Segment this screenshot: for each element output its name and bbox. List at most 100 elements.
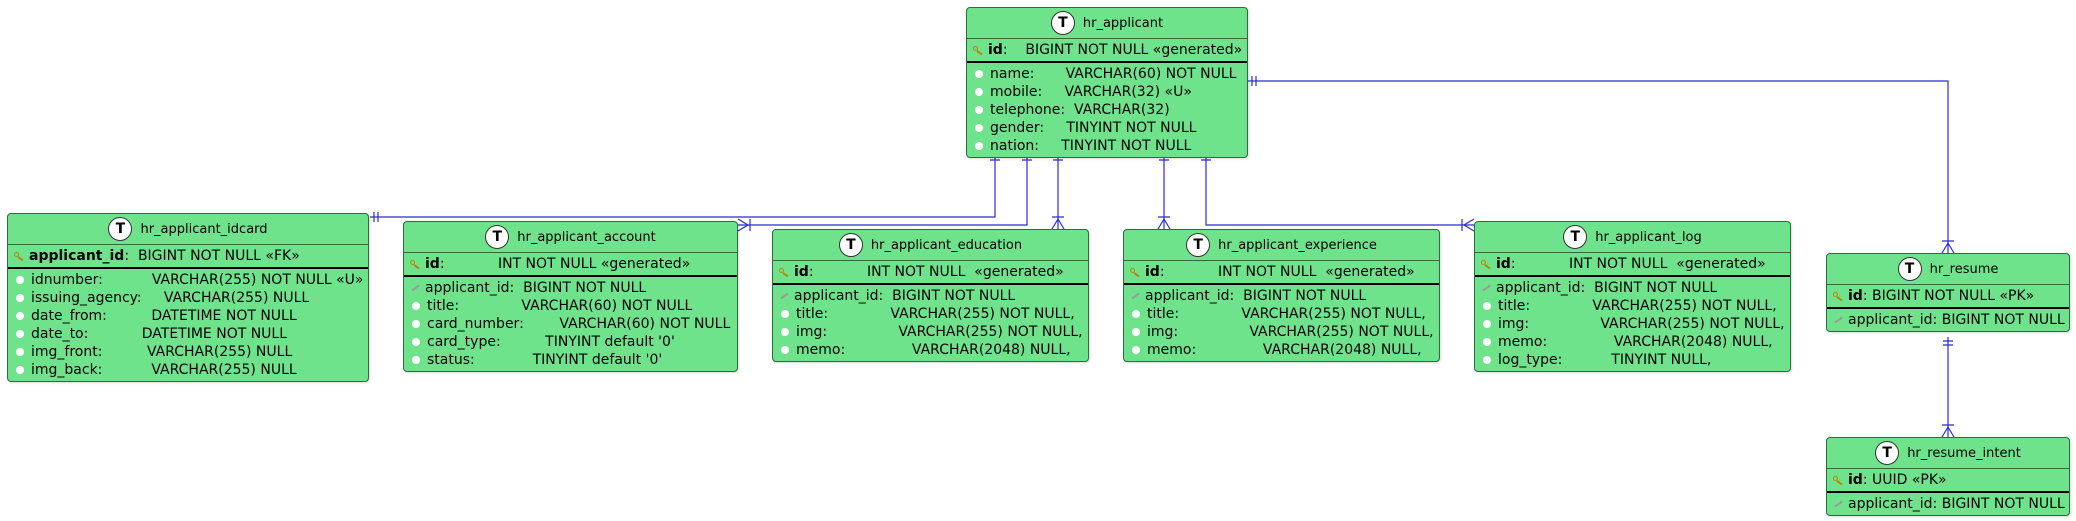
key-row[interactable]: id: INT NOT NULL «generated» (1475, 255, 1790, 273)
table-icon: T (1875, 441, 1900, 465)
column-row[interactable]: telephone: VARCHAR(32) (967, 101, 1247, 119)
column-row[interactable]: idnumber: VARCHAR(255) NOT NULL «U» (8, 271, 368, 289)
key-name: id (794, 264, 809, 280)
foreign-key-icon (1833, 315, 1843, 325)
column-text: memo: VARCHAR(2048) NULL, (796, 342, 1071, 358)
column-dot-icon (975, 88, 983, 96)
column-row[interactable]: img: VARCHAR(255) NOT NULL, (1124, 323, 1439, 341)
foreign-key-row[interactable]: applicant_id: BIGINT NOT NULL (1124, 287, 1439, 305)
column-row[interactable]: img_back: VARCHAR(255) NULL (8, 361, 368, 379)
column-text: img: VARCHAR(255) NOT NULL, (1147, 324, 1434, 340)
foreign-key-row[interactable]: applicant_id: BIGINT NOT NULL (773, 287, 1088, 305)
column-row[interactable]: card_type: TINYINT default '0' (404, 333, 737, 351)
column-dot-icon (1132, 346, 1140, 354)
key-row[interactable]: applicant_id: BIGINT NOT NULL «FK» (8, 247, 368, 265)
column-row[interactable]: gender: TINYINT NOT NULL (967, 119, 1247, 137)
foreign-key-row[interactable]: applicant_id: BIGINT NOT NULL (1475, 279, 1790, 297)
column-row[interactable]: memo: VARCHAR(2048) NULL, (773, 341, 1088, 359)
entity-title: hr_applicant_log (1595, 229, 1702, 245)
column-row[interactable]: log_type: TINYINT NULL, (1475, 351, 1790, 369)
column-dot-icon (975, 124, 983, 132)
foreign-key-row[interactable]: applicant_id: BIGINT NOT NULL (404, 279, 737, 297)
column-row[interactable]: date_to: DATETIME NOT NULL (8, 325, 368, 343)
column-text: gender: TINYINT NOT NULL (990, 120, 1197, 136)
column-row[interactable]: issuing_agency: VARCHAR(255) NULL (8, 289, 368, 307)
column-row[interactable]: img: VARCHAR(255) NOT NULL, (773, 323, 1088, 341)
foreign-key-row[interactable]: applicant_id: BIGINT NOT NULL (1827, 311, 2069, 329)
column-row[interactable]: img: VARCHAR(255) NOT NULL, (1475, 315, 1790, 333)
column-row[interactable]: card_number: VARCHAR(60) NOT NULL (404, 315, 737, 333)
key-row[interactable]: id: INT NOT NULL «generated» (1124, 263, 1439, 281)
column-dot-icon (781, 346, 789, 354)
key-row[interactable]: id: BIGINT NOT NULL «PK» (1827, 287, 2069, 305)
column-dot-icon (1132, 310, 1140, 318)
key-type: : INT NOT NULL «generated» (439, 256, 691, 272)
key-type: : UUID «PK» (1862, 472, 1947, 488)
column-text: applicant_id: BIGINT NOT NULL (1848, 496, 2065, 512)
column-row[interactable]: title: VARCHAR(60) NOT NULL (404, 297, 737, 315)
key-name: id (1145, 264, 1160, 280)
column-text: card_number: VARCHAR(60) NOT NULL (427, 316, 731, 332)
column-dot-icon (412, 320, 420, 328)
many-mark (1461, 218, 1475, 232)
key-row[interactable]: id: INT NOT NULL «generated» (404, 255, 737, 273)
table-icon: T (108, 217, 133, 241)
column-row[interactable]: mobile: VARCHAR(32) «U» (967, 83, 1247, 101)
column-row[interactable]: title: VARCHAR(255) NOT NULL, (1475, 297, 1790, 315)
entity-title: hr_applicant_experience (1218, 237, 1377, 253)
key-row[interactable]: id: UUID «PK» (1827, 471, 2069, 489)
column-row[interactable]: nation: TINYINT NOT NULL (967, 137, 1247, 155)
table-icon: T (1563, 225, 1588, 249)
column-row[interactable]: status: TINYINT default '0' (404, 351, 737, 369)
many-mark (1157, 216, 1171, 230)
many-mark (1941, 240, 1955, 254)
column-dot-icon (781, 328, 789, 336)
column-row[interactable]: memo: VARCHAR(2048) NULL, (1475, 333, 1790, 351)
column-dot-icon (412, 356, 420, 364)
column-row[interactable]: img_front: VARCHAR(255) NULL (8, 343, 368, 361)
table-icon: T (1897, 257, 1922, 281)
key-icon (779, 267, 789, 277)
primary-key-section: applicant_id: BIGINT NOT NULL «FK» (8, 245, 368, 269)
column-row[interactable]: date_from: DATETIME NOT NULL (8, 307, 368, 325)
table-icon: T (485, 225, 510, 249)
entity-title: hr_applicant (1082, 15, 1164, 31)
key-row[interactable]: id: BIGINT NOT NULL «generated» (967, 41, 1247, 59)
column-text: name: VARCHAR(60) NOT NULL (990, 66, 1237, 82)
column-section: applicant_id: BIGINT NOT NULL (1827, 309, 2069, 331)
column-row[interactable]: memo: VARCHAR(2048) NULL, (1124, 341, 1439, 359)
link-applicant-log (1205, 152, 1474, 226)
column-dot-icon (975, 70, 983, 78)
key-icon (973, 45, 983, 55)
column-text: nation: TINYINT NOT NULL (990, 138, 1192, 154)
key-name: id (988, 42, 1003, 58)
key-row[interactable]: id: INT NOT NULL «generated» (773, 263, 1088, 281)
column-row[interactable]: title: VARCHAR(255) NOT NULL, (773, 305, 1088, 323)
column-text: applicant_id: BIGINT NOT NULL (425, 280, 647, 296)
column-text: title: VARCHAR(255) NOT NULL, (1147, 306, 1426, 322)
foreign-key-row[interactable]: applicant_id: BIGINT NOT NULL (1827, 495, 2069, 513)
one-mark (1943, 340, 1953, 346)
column-dot-icon (1132, 328, 1140, 336)
key-type: : BIGINT NOT NULL «PK» (1862, 288, 2035, 304)
column-dot-icon (412, 338, 420, 346)
many-mark (1051, 216, 1065, 230)
column-row[interactable]: name: VARCHAR(60) NOT NULL (967, 65, 1247, 83)
key-name: id (425, 256, 440, 272)
column-row[interactable]: title: VARCHAR(255) NOT NULL, (1124, 305, 1439, 323)
